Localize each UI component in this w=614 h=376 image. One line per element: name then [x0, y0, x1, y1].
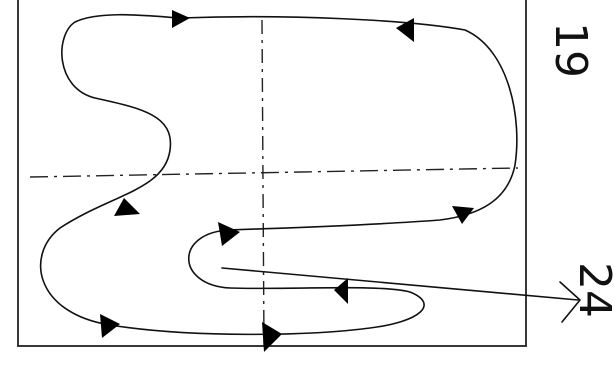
arrow-bottom-left — [100, 314, 120, 338]
arrow-top-left — [172, 10, 190, 28]
arrow-top-right — [396, 18, 414, 42]
arrow-mid-inner — [218, 222, 240, 246]
direction-arrows — [100, 10, 474, 352]
lead-arrowhead — [559, 281, 581, 323]
diagram-frame — [17, 0, 527, 347]
arrow-left-side — [114, 198, 140, 216]
reference-numeral-label: 24 — [569, 262, 614, 318]
lead-line — [221, 267, 579, 301]
arrow-bottom-right — [262, 322, 282, 352]
horizontal-center-line — [29, 167, 519, 178]
arrow-inner-loop — [334, 278, 348, 304]
arrow-right-side — [452, 206, 474, 224]
flow-path — [39, 13, 518, 336]
vertical-center-line — [261, 19, 265, 347]
figure-number-label: 19 — [545, 22, 596, 78]
